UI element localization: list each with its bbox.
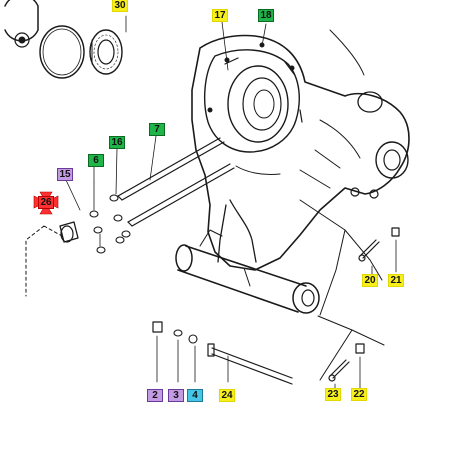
dashed-outline xyxy=(25,225,63,297)
side-nut-part xyxy=(391,227,400,273)
callout-6[interactable]: 6 xyxy=(88,154,104,167)
callout-4[interactable]: 4 xyxy=(187,389,203,402)
callout-24[interactable]: 24 xyxy=(219,389,235,402)
callout-16[interactable]: 16 xyxy=(109,136,125,149)
cover-plate-part xyxy=(4,0,39,48)
callout-3[interactable]: 3 xyxy=(168,389,184,402)
washer-stack-part xyxy=(109,194,131,244)
mount-frame-outline xyxy=(299,29,385,381)
callout-17[interactable]: 17 xyxy=(212,9,228,22)
leader-lines xyxy=(65,15,267,211)
bearing-part xyxy=(89,29,123,75)
crankcase-housing-part xyxy=(191,34,410,271)
callout-2[interactable]: 2 xyxy=(147,389,163,402)
nut-part xyxy=(355,343,365,389)
callout-7[interactable]: 7 xyxy=(149,123,165,136)
long-stud-part xyxy=(117,137,235,227)
callout-26[interactable]: 26 xyxy=(38,196,54,209)
side-bolt-part xyxy=(358,239,380,275)
short-bolt-part xyxy=(328,359,350,389)
callout-22[interactable]: 22 xyxy=(351,388,367,401)
bolt-nut-washer-parts xyxy=(152,321,198,383)
callout-15[interactable]: 15 xyxy=(57,168,73,181)
long-bolt-part xyxy=(207,343,293,385)
callout-23[interactable]: 23 xyxy=(325,388,341,401)
callout-20[interactable]: 20 xyxy=(362,274,378,287)
spacer-bushing-part xyxy=(59,221,79,243)
callout-21[interactable]: 21 xyxy=(388,274,404,287)
gasket-ring-part xyxy=(39,25,85,79)
callout-30[interactable]: 30 xyxy=(112,0,128,12)
callout-18[interactable]: 18 xyxy=(258,9,274,22)
cylinder-bushing-part xyxy=(175,229,320,314)
nut-stack-part xyxy=(89,181,106,254)
